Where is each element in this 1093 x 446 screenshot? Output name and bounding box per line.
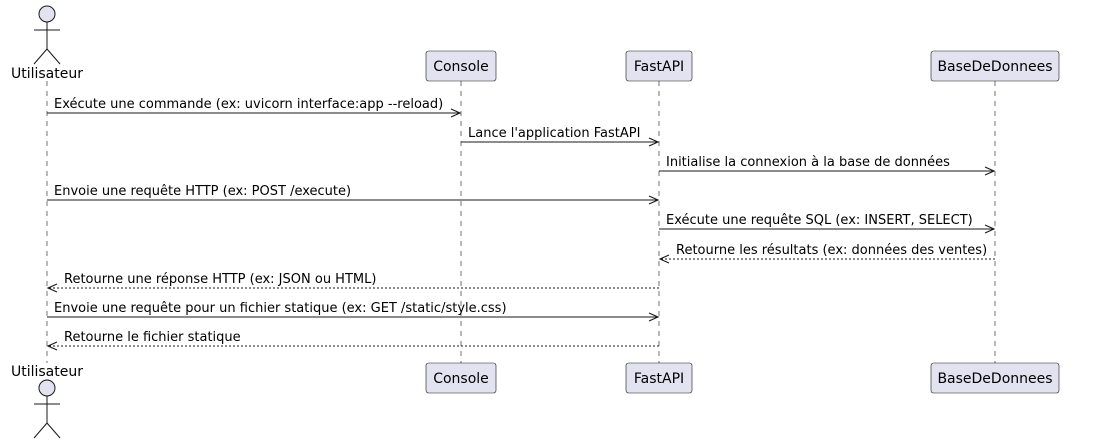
participant-fastapi-bottom: FastAPI [625,362,693,394]
participant-box [625,50,693,82]
participant-box [930,50,1060,82]
message-label: Initialise la connexion à la base de don… [666,155,950,170]
message-label: Exécute une requête SQL (ex: INSERT, SEL… [666,213,973,228]
lifelines [46,81,996,363]
message-label: Retourne une réponse HTTP (ex: JSON ou H… [64,272,376,287]
participant-db-top: BaseDeDonnees [930,50,1060,82]
arrowhead-icon [984,166,996,176]
message-label: Envoie une requête pour un fichier stati… [54,301,507,316]
message-4: Envoie une requête HTTP (ex: POST /execu… [47,184,660,205]
participant-label: FastAPI [634,371,684,387]
message-8: Envoie une requête pour un fichier stati… [47,301,660,322]
message-3: Initialise la connexion à la base de don… [659,155,996,176]
message-label: Envoie une requête HTTP (ex: POST /execu… [54,184,351,199]
message-label: Retourne les résultats (ex: données des … [676,243,987,258]
participant-label: Console [433,59,489,75]
participant-box [625,362,693,394]
message-label: Exécute une commande (ex: uvicorn interf… [54,97,443,112]
participant-box [425,362,497,394]
participant-db-bottom: BaseDeDonnees [930,362,1060,394]
arrowhead-icon [648,137,660,147]
participant-console-bottom: Console [425,362,497,394]
participant-label: BaseDeDonnees [937,59,1052,75]
message-label: Lance l'application FastAPI [468,126,640,141]
actor-top: Utilisateur [11,5,83,82]
stick-figure-icon [33,379,61,439]
participant-fastapi-top: FastAPI [625,50,693,82]
participant-label: Utilisateur [11,364,83,380]
participant-label: FastAPI [634,59,684,75]
participant-console-top: Console [425,50,497,82]
message-5: Exécute une requête SQL (ex: INSERT, SEL… [659,213,996,234]
participant-box [930,362,1060,394]
arrowhead-icon [450,108,462,118]
participant-label: Utilisateur [11,66,83,82]
messages: Exécute une commande (ex: uvicorn interf… [46,97,996,351]
stick-figure-icon [33,5,61,65]
message-7: Retourne une réponse HTTP (ex: JSON ou H… [46,272,659,293]
message-9: Retourne le fichier statique [46,330,659,351]
arrowhead-icon [46,341,58,351]
participant-label: Console [433,371,489,387]
arrowhead-icon [648,312,660,322]
message-2: Lance l'application FastAPI [461,126,660,147]
actor-bottom: Utilisateur [11,364,83,439]
arrowhead-icon [46,283,58,293]
participants-bottom: Utilisateur Console FastAPI BaseDeDonnees [11,362,1060,439]
participants-top: Utilisateur Console FastAPI BaseDeDonnees [11,5,1060,82]
message-label: Retourne le fichier statique [64,330,241,345]
message-6: Retourne les résultats (ex: données des … [658,243,995,264]
participant-box [425,50,497,82]
message-1: Exécute une commande (ex: uvicorn interf… [47,97,462,118]
arrowhead-icon [648,195,660,205]
arrowhead-icon [984,224,996,234]
arrowhead-icon [658,254,670,264]
participant-label: BaseDeDonnees [937,371,1052,387]
